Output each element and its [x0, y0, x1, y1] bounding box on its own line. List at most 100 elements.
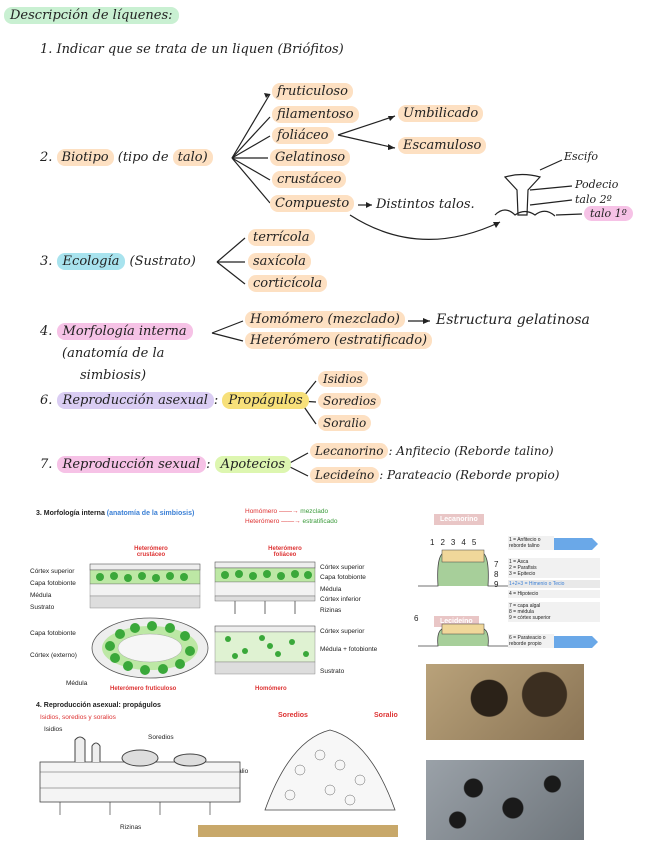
label-crustaceo: Heterómero crustáceo	[134, 546, 168, 558]
fig1-legend-b: Heterómero ——→ estratificado	[245, 518, 338, 525]
apotecios: Apotecios	[214, 456, 292, 473]
fol-label-3: Córtex inferior	[320, 596, 361, 603]
item-7-num: 7.	[40, 457, 53, 472]
prop-label-soredios: Soredios	[148, 734, 174, 741]
item-3: 3. Ecología (Sustrato)	[40, 253, 196, 270]
crust-label-0: Córtex superior	[30, 568, 75, 575]
fig1-legend-a: Homómero ——→ mezclado	[245, 508, 329, 515]
homo-label-1: Médula + fotobionte	[320, 646, 378, 653]
item-4-line3: simbiosis)	[80, 368, 147, 383]
connector-arrows	[211, 93, 583, 477]
prop-r-soralio: Soralio	[374, 712, 398, 719]
fol-label-0: Córtex superior	[320, 564, 365, 571]
label-fruticuloso: Heterómero fruticuloso	[110, 686, 177, 692]
homomero: Homómero (mezclado)	[245, 311, 405, 328]
item-6-label: Reproducción asexual	[56, 392, 214, 409]
podecio-part-1: Podecio	[575, 178, 619, 191]
substrate-2: corticícola	[248, 275, 328, 292]
crust-label-3: Sustrato	[30, 604, 55, 611]
item-4-num: 4.	[40, 324, 53, 339]
box-parateacio: 6 = Parateacio o reborde propio	[508, 634, 554, 648]
fol-label-4: Rizinas	[320, 607, 342, 614]
photo-apothecia-1	[426, 664, 584, 740]
lecideino: Lecideíno	[310, 467, 380, 483]
lecanorino-def: : Anfitecio (Reborde talino)	[388, 444, 554, 458]
podecio-part-0: Escifo	[564, 150, 599, 163]
box-anfitecio: 1 = Anfitecio o reborde talino	[508, 536, 554, 550]
apothecia-drawings	[418, 538, 598, 648]
item-2-num: 2.	[40, 150, 53, 165]
item-4-label: Morfología interna	[56, 323, 193, 340]
biotype-0: fruticuloso	[272, 83, 353, 100]
lec-num-9: 9	[494, 580, 499, 589]
biotype-3: Gelatinoso	[270, 149, 351, 166]
item-4-line2: (anatomía de la	[62, 346, 165, 361]
fig1-title: 3. Morfología interna (anatomía de la si…	[36, 510, 195, 517]
propagule-drawings	[39, 729, 398, 837]
badge-lecanorino: Lecanorino	[434, 514, 484, 525]
item-4: 4. Morfología interna	[40, 323, 193, 340]
biotype-5: Compuesto	[270, 195, 355, 212]
figure-anatomy: 3. Morfología interna (anatomía de la si…	[30, 506, 410, 696]
lec-num-7: 7	[494, 560, 499, 569]
prop-r-soredios: Soredios	[278, 712, 308, 719]
biotype-1: filamentoso	[272, 106, 359, 123]
item-7: 7. Reproducción sexual: Apotecios	[40, 456, 292, 473]
label-homomero: Homómero	[255, 686, 287, 692]
prop-label-rizinas: Rizinas	[120, 824, 142, 831]
podecio-part-2: talo 2º	[575, 193, 612, 206]
podecio-part-3: talo 1º	[584, 206, 633, 221]
fig2-title: 4. Reproducción asexual: propágulos	[36, 702, 161, 709]
biotype-2: foliáceo	[272, 127, 334, 144]
figure-apothecia: Lecanorino Lecideíno 12345 7 8 9 6 1 = A…	[412, 506, 602, 656]
compuesto-result: Distintos talos.	[376, 197, 475, 212]
homomero-result: Estructura gelatinosa	[436, 312, 590, 328]
lec-nums: 12345	[430, 538, 483, 547]
item-3-label: Ecología	[56, 253, 126, 270]
biotype-4: crustáceo	[272, 171, 347, 188]
fig2-sub: Isidios, soredios y soralios	[40, 714, 116, 721]
box-hipotecio: 4 = Hipotecio	[508, 590, 600, 598]
crust-label-2: Médula	[30, 592, 52, 599]
item-6-colon: :	[213, 393, 219, 408]
biotype-sub-1: Escamuloso	[398, 137, 487, 154]
prop-label-isidios: Isidios	[44, 726, 63, 733]
badge-lecideino: Lecideíno	[434, 616, 479, 627]
propagulo-0: Isidios	[318, 371, 368, 387]
item-2-talo: talo)	[172, 149, 213, 166]
propagulos: Propágulos	[222, 392, 309, 409]
item-6: 6. Reproducción asexual: Propágulos	[40, 392, 309, 409]
anatomy-drawings	[89, 561, 316, 679]
lecideino-def: : Parateacio (Reborde propio)	[379, 468, 560, 482]
fol-label-1: Capa fotobionte	[320, 574, 366, 581]
substrate-1: saxícola	[248, 253, 311, 270]
frut-label-1: Córtex (externo)	[30, 652, 77, 659]
lec-num-6: 6	[414, 614, 419, 623]
item-7-label: Reproducción sexual	[56, 456, 207, 473]
frut-label-0: Capa fotobionte	[30, 630, 76, 637]
item-2: 2. Biotipo (tipo de talo)	[40, 149, 213, 166]
item-2-paren: (tipo de	[117, 150, 169, 165]
photo-apothecia-2	[426, 760, 584, 840]
item-3-num: 3.	[40, 254, 53, 269]
label-foliaceo: Heterómero foliáceo	[268, 546, 302, 558]
item-6-num: 6.	[40, 393, 53, 408]
propagulo-1: Soredios	[318, 393, 382, 409]
lecanorino: Lecanorino	[310, 443, 389, 459]
item-3-paren: (Sustrato)	[129, 254, 196, 269]
crust-label-1: Capa fotobionte	[30, 580, 76, 587]
figure-propagules: 4. Reproducción asexual: propágulos Isid…	[30, 700, 405, 840]
fol-label-2: Médula	[320, 586, 342, 593]
substrate-0: terrícola	[248, 229, 315, 246]
frut-label-2: Médula	[66, 680, 88, 687]
box-himenio: 1+2+3 = Himenio o Tecio	[508, 580, 600, 588]
item-7-colon: :	[206, 457, 211, 472]
heteromero: Heterómero (estratificado)	[245, 332, 433, 349]
lec-num-8: 8	[494, 570, 499, 579]
item-2-label: Biotipo	[56, 149, 114, 166]
homo-label-0: Córtex superior	[320, 628, 365, 635]
biotype-sub-0: Umbilicado	[398, 105, 484, 122]
page-title: Descripción de líquenes:	[4, 7, 179, 24]
